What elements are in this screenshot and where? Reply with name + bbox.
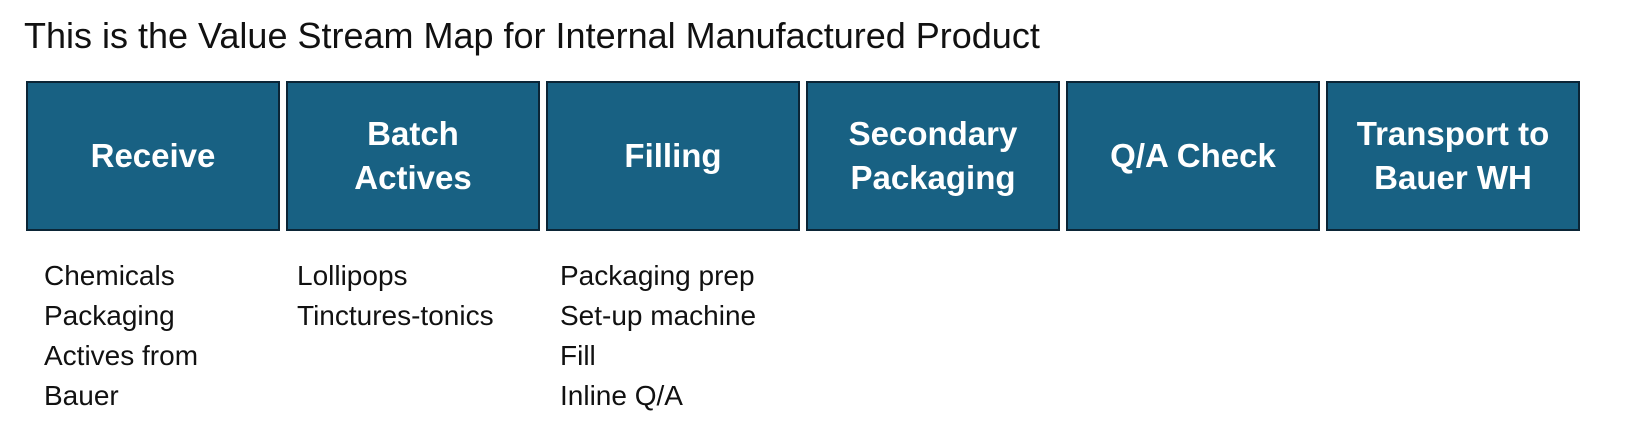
- step-label: Receive: [90, 137, 216, 174]
- step-label: Q/A Check: [1110, 137, 1276, 174]
- detail-item: Packaging: [44, 300, 175, 331]
- page-title: This is the Value Stream Map for Interna…: [24, 15, 1040, 56]
- receive-details: Chemicals Packaging Actives from Bauer: [44, 256, 198, 416]
- batch-actives-details: Lollipops Tinctures-tonics: [297, 256, 494, 336]
- detail-item: Lollipops: [297, 260, 408, 291]
- detail-item: Inline Q/A: [560, 380, 683, 411]
- detail-item: Bauer: [44, 380, 119, 411]
- step-label: Transport to Bauer WH: [1356, 115, 1550, 196]
- step-secondary-packaging[interactable]: Secondary Packaging: [806, 81, 1060, 231]
- detail-item: Chemicals: [44, 260, 175, 291]
- step-label: Secondary Packaging: [848, 115, 1018, 196]
- detail-item: Actives from: [44, 340, 199, 371]
- detail-item: Packaging prep: [560, 260, 755, 291]
- step-label: Filling: [624, 137, 722, 174]
- detail-item: Set-up machine: [560, 300, 757, 331]
- step-label: Batch Actives: [354, 115, 472, 196]
- step-transport[interactable]: Transport to Bauer WH: [1326, 81, 1580, 231]
- step-filling[interactable]: Filling: [546, 81, 800, 231]
- detail-item: Tinctures-tonics: [297, 300, 494, 331]
- step-qa-check[interactable]: Q/A Check: [1066, 81, 1320, 231]
- detail-item: Fill: [560, 340, 596, 371]
- step-receive[interactable]: Receive: [26, 81, 280, 231]
- filling-details: Packaging prep Set-up machine Fill Inlin…: [560, 256, 756, 416]
- step-batch-actives[interactable]: Batch Actives: [286, 81, 540, 231]
